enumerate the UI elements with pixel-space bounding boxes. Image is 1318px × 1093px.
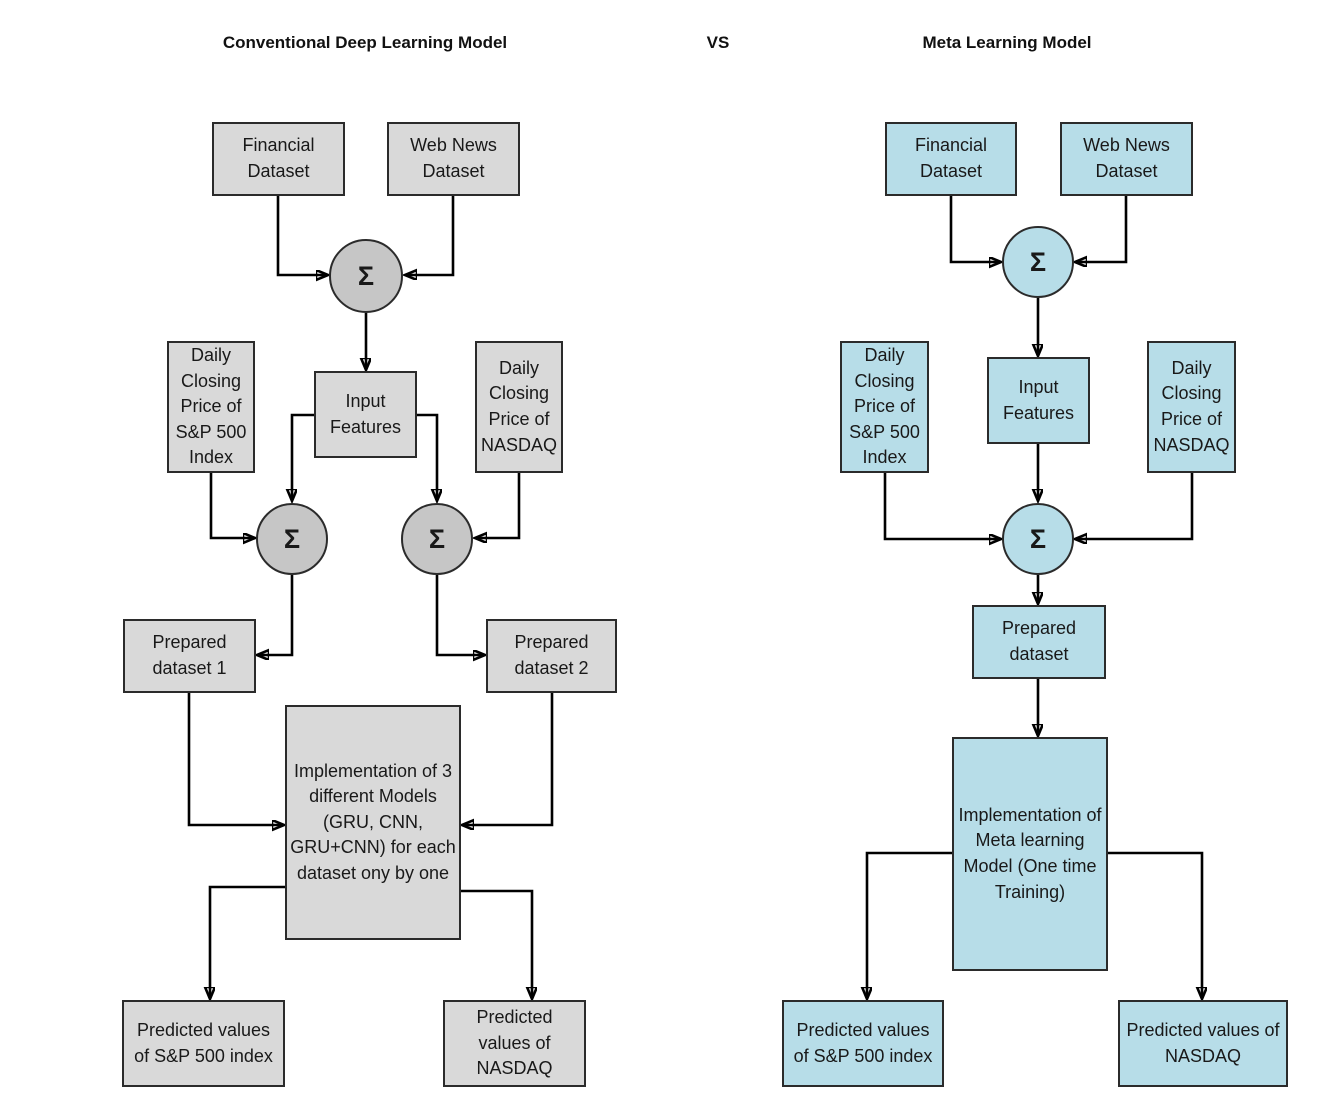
title-meta-model: Meta Learning Model — [922, 33, 1092, 52]
arrow-implementation-to-predicted-nasdaq — [461, 889, 532, 998]
arrow-meta-financial-to-sum1 — [949, 196, 1000, 262]
arrow-sum3-to-prepared2 — [435, 575, 484, 655]
arrow-meta-implementation-to-predicted-nasdaq — [1108, 851, 1202, 998]
arrow-meta-sp500-to-sum2 — [883, 473, 1000, 539]
node-nasdaq-price: Daily Closing Price of NASDAQ — [475, 341, 563, 473]
arrow-meta-implementation-to-predicted-sp500 — [867, 851, 952, 998]
arrow-financial-to-sum1 — [276, 196, 327, 275]
node-sum-2: Σ — [256, 503, 328, 575]
node-predicted-nasdaq: Predicted values of NASDAQ — [443, 1000, 586, 1087]
node-meta-sum-2: Σ — [1002, 503, 1074, 575]
arrow-webnews-to-sum1 — [406, 196, 455, 275]
arrow-input-features-to-sum2 — [292, 413, 314, 500]
node-prepared-dataset-1: Prepared dataset 1 — [123, 619, 256, 693]
node-meta-web-news-dataset: Web News Dataset — [1060, 122, 1193, 196]
node-meta-input-features: Input Features — [987, 357, 1090, 444]
node-sum-1: Σ — [329, 239, 403, 313]
arrow-implementation-to-predicted-sp500 — [210, 885, 285, 998]
node-meta-financial-dataset: Financial Dataset — [885, 122, 1017, 196]
arrow-sp500-to-sum2 — [209, 473, 254, 538]
node-meta-predicted-nasdaq: Predicted values of NASDAQ — [1118, 1000, 1288, 1087]
arrow-meta-webnews-to-sum1 — [1076, 196, 1128, 262]
node-meta-prepared-dataset: Prepared dataset — [972, 605, 1106, 679]
title-vs: VS — [706, 33, 730, 52]
arrow-meta-nasdaq-to-sum2 — [1076, 473, 1194, 539]
node-meta-predicted-sp500: Predicted values of S&P 500 index — [782, 1000, 944, 1087]
node-meta-sum-1: Σ — [1002, 226, 1074, 298]
node-sum-3: Σ — [401, 503, 473, 575]
arrow-input-features-to-sum3 — [417, 413, 437, 500]
node-prepared-dataset-2: Prepared dataset 2 — [486, 619, 617, 693]
node-meta-implementation: Implementation of Meta learning Model (O… — [952, 737, 1108, 971]
node-predicted-sp500: Predicted values of S&P 500 index — [122, 1000, 285, 1087]
node-sp500-price: Daily Closing Price of S&P 500 Index — [167, 341, 255, 473]
node-implementation-3-models: Implementation of 3 different Models (GR… — [285, 705, 461, 940]
arrow-sum2-to-prepared1 — [258, 575, 294, 655]
node-meta-sp500-price: Daily Closing Price of S&P 500 Index — [840, 341, 929, 473]
arrow-prepared1-to-implementation — [187, 693, 283, 825]
node-web-news-dataset: Web News Dataset — [387, 122, 520, 196]
title-conventional-model: Conventional Deep Learning Model — [222, 33, 508, 52]
arrow-nasdaq-to-sum3 — [476, 473, 521, 538]
node-financial-dataset: Financial Dataset — [212, 122, 345, 196]
node-meta-nasdaq-price: Daily Closing Price of NASDAQ — [1147, 341, 1236, 473]
arrow-prepared2-to-implementation — [463, 693, 554, 825]
node-input-features: Input Features — [314, 371, 417, 458]
